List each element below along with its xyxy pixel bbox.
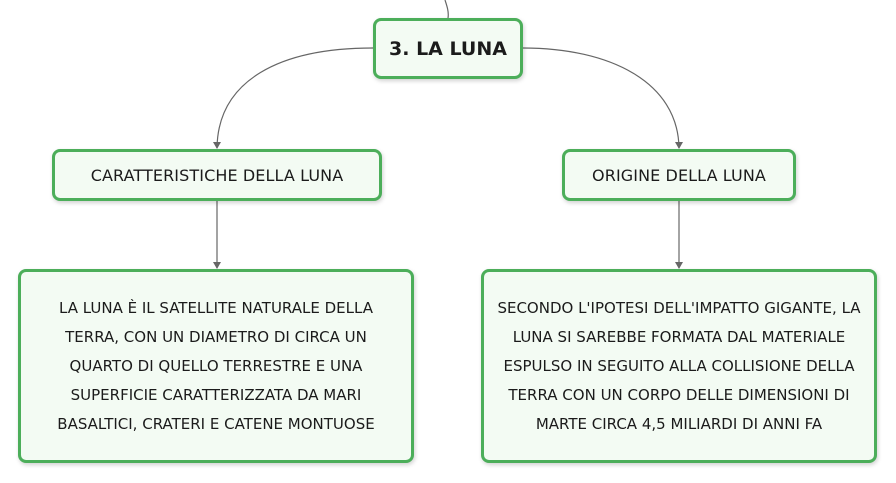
detail-node-text: LA LUNA È IL SATELLITE NATURALE DELLA TE… [57,298,375,433]
root-node[interactable]: 3. LA LUNA [373,18,523,79]
connector-root-to-characteristics [216,47,374,149]
arrowhead-characteristics [213,142,221,149]
branch-node-label: ORIGINE DELLA LUNA [592,165,766,185]
arrowhead-origin-detail [675,262,683,269]
branch-node-characteristics[interactable]: CARATTERISTICHE DELLA LUNA [52,149,382,201]
branch-node-origin[interactable]: ORIGINE DELLA LUNA [562,149,796,201]
detail-node-origin[interactable]: SECONDO L'IPOTESI DELL'IMPATTO GIGANTE, … [481,269,877,463]
branch-node-label: CARATTERISTICHE DELLA LUNA [90,165,344,185]
connector-incoming-root [444,0,449,19]
arrowhead-origin [675,142,683,149]
connector-root-to-origin [522,47,680,149]
detail-node-text: SECONDO L'IPOTESI DELL'IMPATTO GIGANTE, … [497,298,861,433]
detail-node-characteristics[interactable]: LA LUNA È IL SATELLITE NATURALE DELLA TE… [18,269,414,463]
root-node-label: 3. LA LUNA [389,37,507,60]
arrowhead-characteristics-detail [213,262,221,269]
